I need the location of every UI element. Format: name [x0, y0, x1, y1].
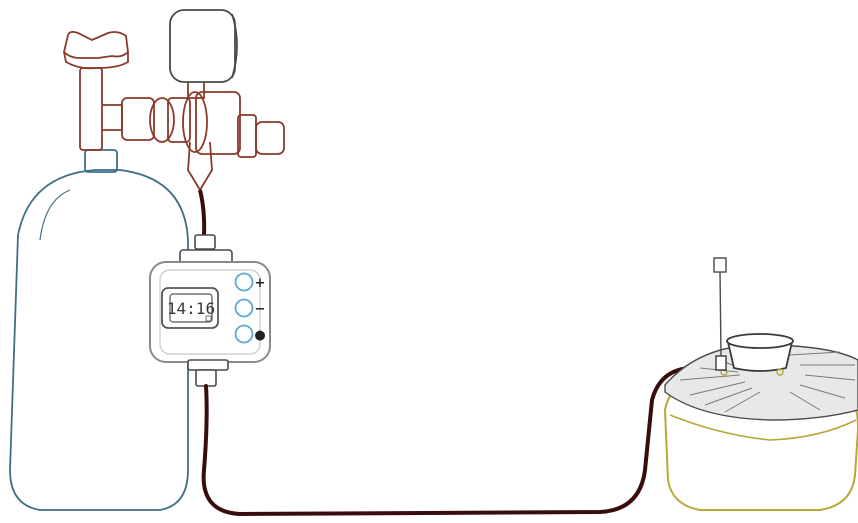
gas-cylinder	[9, 149, 189, 511]
timer-manual-button[interactable]	[234, 324, 254, 344]
diffuser-rod	[713, 257, 727, 357]
cylinder-valve	[63, 30, 129, 151]
timer-outlet-connector	[187, 359, 229, 387]
timer-buttons: + − ●	[234, 272, 266, 344]
pressure-gauge	[169, 9, 238, 83]
hose-regulator-to-timer	[198, 189, 207, 236]
hose-timer-to-fermenter	[201, 364, 722, 517]
timer-inlet-connector	[179, 234, 233, 265]
drop-glyph: ●	[254, 328, 265, 343]
plus-glyph: +	[255, 276, 266, 291]
timer-plus-button[interactable]	[234, 272, 254, 292]
timer-display: 14:16	[167, 299, 215, 318]
timer-minus-button[interactable]	[234, 298, 254, 318]
pressure-regulator	[121, 79, 285, 192]
fermenter	[663, 333, 858, 511]
minus-glyph: −	[255, 302, 266, 317]
